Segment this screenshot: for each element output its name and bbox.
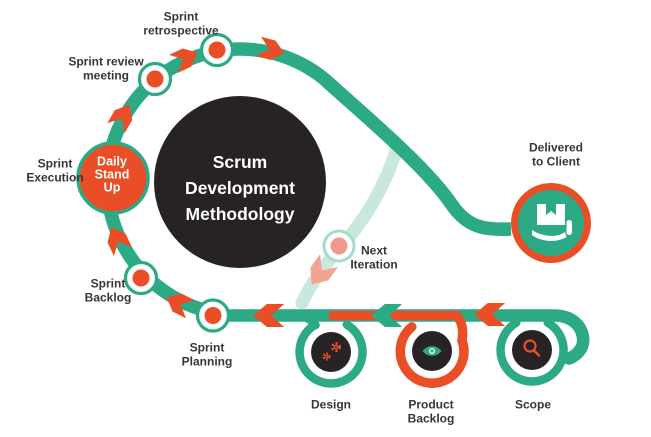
stage-node-sprint-review — [137, 61, 173, 97]
center-circle — [154, 96, 326, 268]
label-daily-stand-up: Daily Stand Up — [94, 154, 130, 195]
gears-icon — [322, 342, 341, 361]
magnifying-glass-icon — [523, 339, 541, 357]
eye-icon — [422, 346, 442, 356]
stage-node-sprint-backlog — [123, 260, 159, 296]
page-title: Scrum Development Methodology — [185, 152, 295, 224]
label-product-backlog: Product Backlog — [407, 397, 455, 425]
label-sprint-planning: Sprint Planning — [181, 340, 233, 368]
design-loop-connector — [290, 310, 320, 330]
product-backlog-loop — [328, 310, 469, 388]
label-sprint-retrospective: Sprint retrospective — [143, 9, 219, 37]
hand-holding-box-icon — [532, 204, 572, 241]
label-sprint-backlog: Sprint Backlog — [84, 276, 132, 304]
design-circle — [311, 332, 351, 372]
label-design: Design — [310, 397, 352, 412]
label-sprint-review-meeting: Sprint review meeting — [68, 54, 144, 82]
label-scope: Scope — [514, 397, 552, 412]
label-next-iteration: Next Iteration — [350, 243, 398, 271]
design-loop — [295, 320, 367, 388]
daily-standup-circle — [76, 141, 150, 215]
label-delivered-to-client: Delivered to Client — [528, 140, 584, 168]
scope-loop — [496, 318, 568, 386]
stage-node-sprint-planning — [195, 298, 231, 333]
stage-node-sprint-retrospective — [199, 32, 235, 68]
pipeline-line — [207, 309, 590, 365]
delivered-circle — [511, 183, 591, 263]
next-iteration-node — [322, 229, 356, 263]
label-sprint-execution: Sprint Execution — [26, 156, 84, 184]
